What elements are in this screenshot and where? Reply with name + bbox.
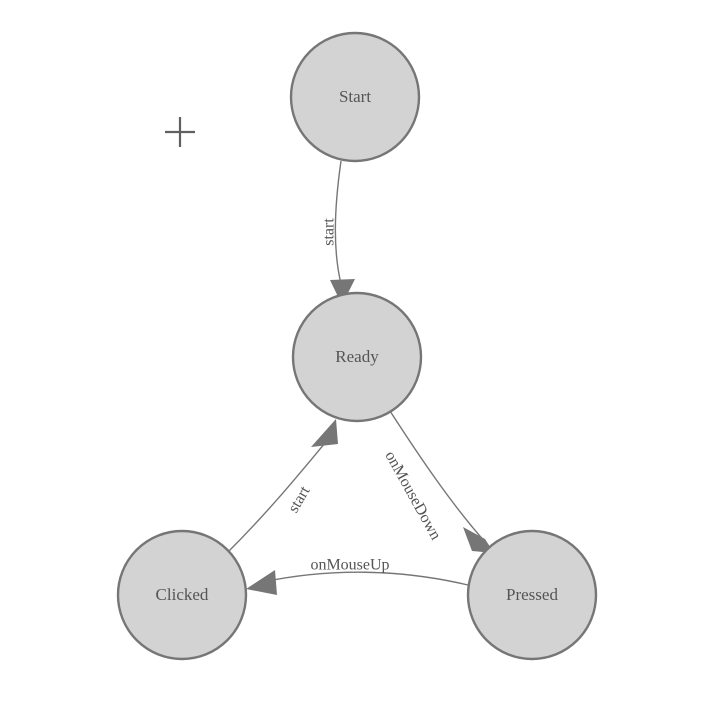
node-circle-pressed[interactable] [466,529,598,661]
node-pressed[interactable]: Pressed [466,529,598,661]
edge-label-clicked-to-ready: start [285,483,314,516]
edge-pressed-to-clicked[interactable]: onMouseUp [246,557,469,595]
arrowhead-pressed-to-clicked [246,570,277,595]
edge-label-ready-to-pressed: onMouseDown [381,448,444,543]
arrowhead-clicked-to-ready [311,419,338,447]
node-circle-start[interactable] [289,31,421,163]
node-start[interactable]: Start [289,31,421,163]
edge-clicked-to-ready[interactable]: start [227,419,338,553]
crosshair-icon[interactable] [165,117,195,147]
edge-path-pressed-to-clicked [262,571,469,586]
edge-path-clicked-to-ready [227,442,326,553]
edge-path-start-to-ready [334,160,342,285]
node-ready[interactable]: Ready [291,291,423,423]
node-circle-clicked[interactable] [116,529,248,661]
arrowhead-ready-to-pressed [463,527,494,553]
node-circle-ready[interactable] [291,291,423,423]
edge-start-to-ready[interactable]: start [321,160,355,305]
edge-label-pressed-to-clicked: onMouseUp [310,557,389,574]
edge-path-ready-to-pressed [389,410,487,544]
node-clicked[interactable]: Clicked [116,529,248,661]
arrowhead-start-to-ready [330,279,355,305]
edge-ready-to-pressed[interactable]: onMouseDown [381,410,494,553]
